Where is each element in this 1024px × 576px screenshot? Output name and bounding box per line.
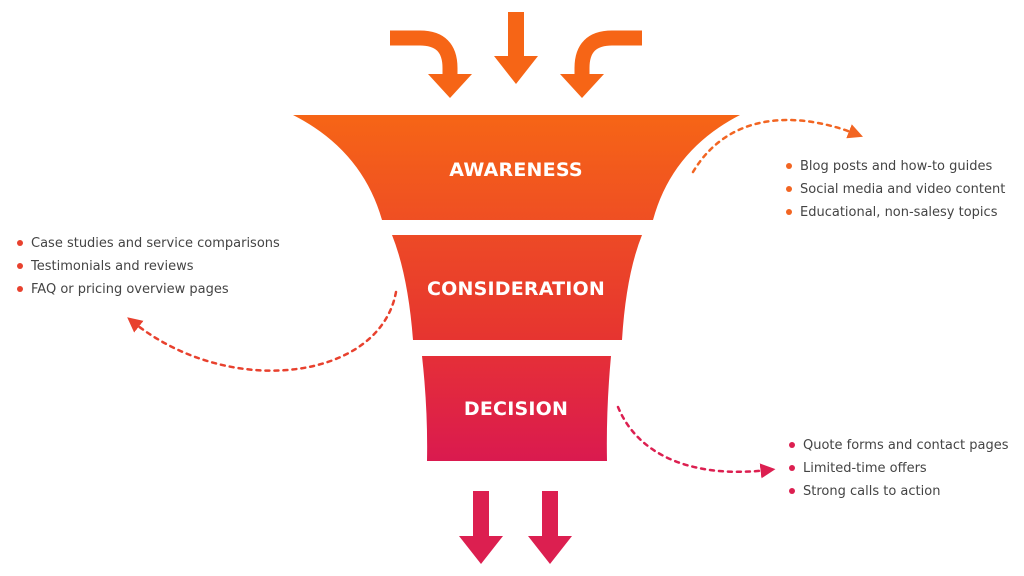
list-item: Blog posts and how-to guides	[786, 155, 1005, 178]
bullet-icon	[789, 442, 795, 448]
consideration-stage	[392, 235, 642, 340]
bullet-icon	[17, 286, 23, 292]
bullet-icon	[786, 163, 792, 169]
list-item: Social media and video content	[786, 178, 1005, 201]
decision-label: DECISION	[464, 398, 568, 420]
list-item: Quote forms and contact pages	[789, 434, 1008, 457]
awareness-stage	[293, 115, 740, 220]
awareness-label: AWARENESS	[449, 159, 582, 181]
consideration-label: CONSIDERATION	[427, 278, 605, 300]
arrow-down-icon	[494, 12, 538, 84]
decision-stage	[422, 356, 611, 461]
list-item: Strong calls to action	[789, 480, 1008, 503]
list-item: Case studies and service comparisons	[17, 232, 280, 255]
bullet-icon	[789, 465, 795, 471]
decision-connector-arrow	[616, 405, 776, 479]
bullet-icon	[786, 209, 792, 215]
list-item: Limited-time offers	[789, 457, 1008, 480]
list-item: Educational, non-salesy topics	[786, 201, 1005, 224]
list-item: Testimonials and reviews	[17, 255, 280, 278]
bullet-icon	[789, 488, 795, 494]
curved-arrow-down-right-icon	[390, 30, 472, 98]
bullet-icon	[17, 263, 23, 269]
consideration-content-list: Case studies and service comparisons Tes…	[17, 232, 280, 301]
curved-arrow-down-left-icon	[560, 30, 642, 98]
arrow-down-icon	[528, 491, 572, 564]
awareness-content-list: Blog posts and how-to guides Social medi…	[786, 155, 1005, 224]
bullet-icon	[786, 186, 792, 192]
bullet-icon	[17, 240, 23, 246]
list-item: FAQ or pricing overview pages	[17, 278, 280, 301]
arrow-down-icon	[459, 491, 503, 564]
consideration-connector-arrow	[127, 290, 398, 372]
awareness-connector-arrow	[691, 118, 863, 174]
decision-content-list: Quote forms and contact pages Limited-ti…	[789, 434, 1008, 503]
